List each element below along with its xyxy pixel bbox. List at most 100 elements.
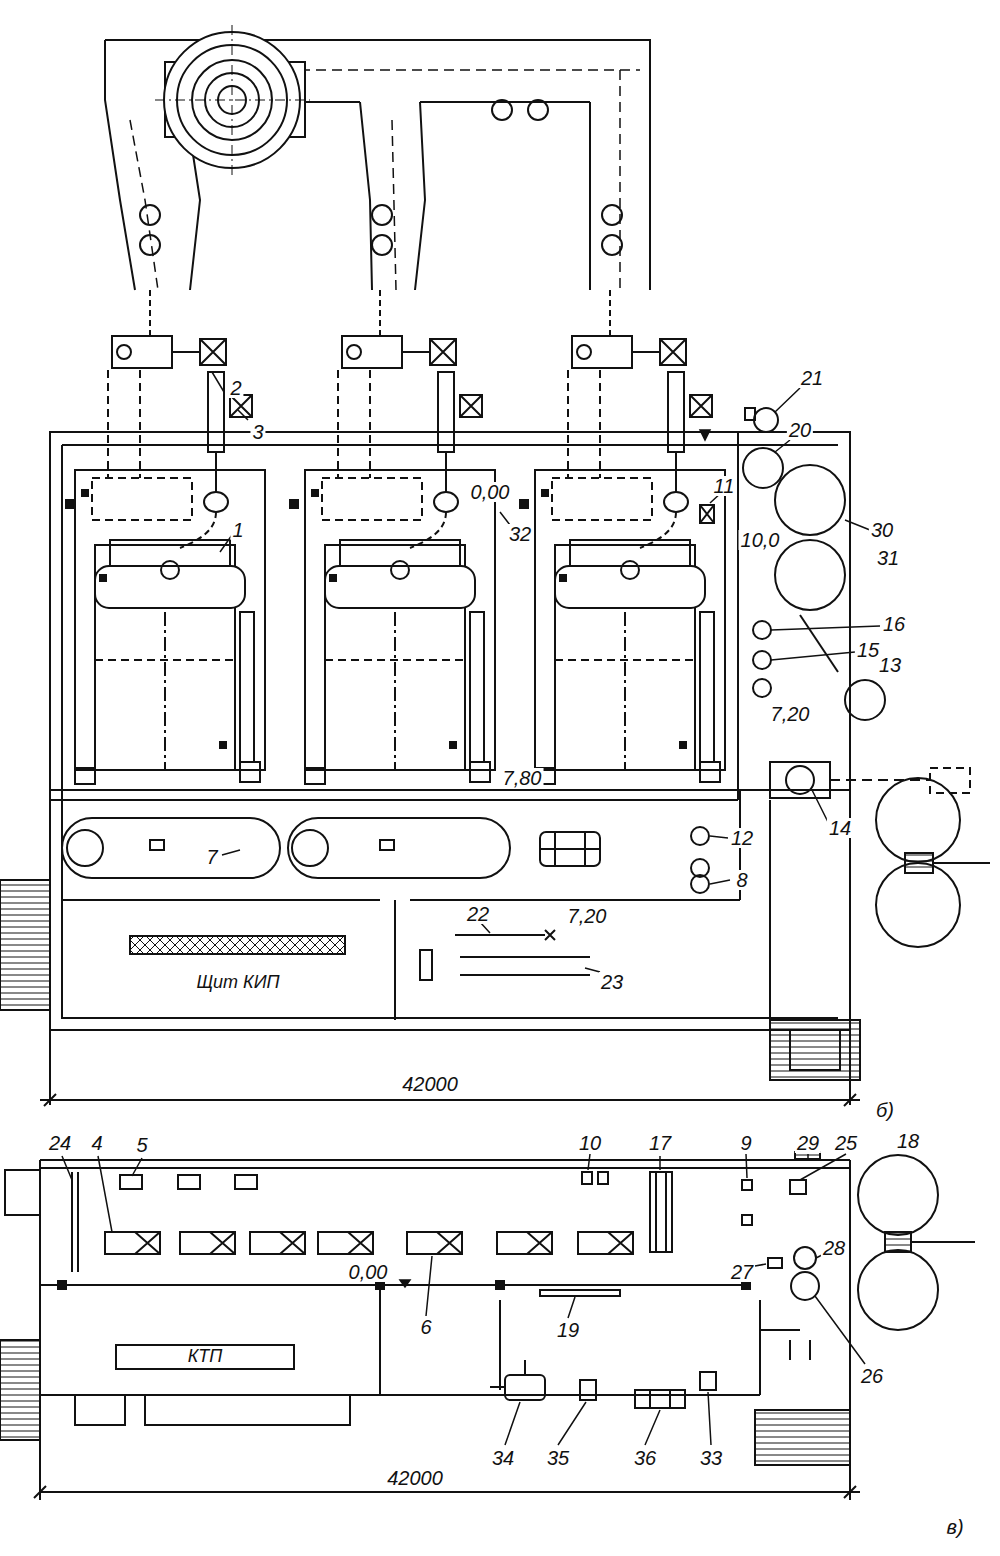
- callout-number: 17: [647, 1133, 673, 1153]
- pump: [742, 1180, 752, 1190]
- deaerator: [288, 818, 510, 878]
- pump: [180, 1232, 235, 1254]
- tank: [775, 540, 845, 610]
- elevation-mark: 7,20: [566, 906, 609, 926]
- callout-number: 34: [490, 1448, 516, 1468]
- building-wall: [62, 790, 770, 1030]
- callout-number: 12: [729, 828, 755, 848]
- tank: [876, 863, 960, 947]
- flue-duct: [602, 235, 622, 255]
- flue-duct: [360, 102, 425, 290]
- pipeline: [420, 950, 432, 980]
- pump: [105, 1232, 160, 1254]
- tank: [753, 621, 771, 639]
- deaerator: [62, 818, 510, 878]
- pump: [768, 1258, 782, 1268]
- chimney-cyclone: [155, 25, 310, 175]
- pump: [656, 1172, 666, 1252]
- callout-number: 11: [712, 476, 737, 496]
- pump: [650, 1390, 670, 1408]
- pump: [691, 827, 709, 845]
- callout-number: 19: [555, 1320, 581, 1340]
- callout-number: 27: [729, 1262, 755, 1282]
- stair: [790, 1030, 840, 1070]
- pump: [794, 1247, 816, 1269]
- building-wall: [496, 1281, 504, 1289]
- pump: [348, 1232, 373, 1254]
- pump: [791, 1272, 819, 1300]
- building-wall: [520, 500, 528, 508]
- leader-line: [400, 1280, 410, 1287]
- elevation-mark: 7,80: [501, 768, 544, 788]
- tank: [933, 862, 990, 864]
- building-wall: [40, 1285, 750, 1395]
- pump: [598, 1172, 608, 1184]
- pipeline: [700, 505, 714, 523]
- pump: [858, 1250, 938, 1330]
- callout-number: 35: [545, 1448, 571, 1468]
- view-label: в): [944, 1517, 965, 1537]
- tank: [754, 408, 778, 432]
- boiler-unit: [535, 290, 725, 784]
- dimension-label: 42000: [385, 1468, 445, 1488]
- stair: [0, 880, 860, 1080]
- pump: [578, 1232, 633, 1254]
- leader-line: [710, 440, 828, 884]
- tank: [770, 762, 830, 798]
- boiler-unit: [305, 290, 495, 784]
- pump: [580, 1380, 596, 1400]
- building-wall: [742, 1281, 750, 1289]
- pump: [235, 1175, 257, 1189]
- callout-number: 31: [875, 548, 901, 568]
- callout-number: 26: [859, 1366, 885, 1386]
- tank: [845, 680, 885, 720]
- deaerator: [380, 840, 394, 850]
- pump: [700, 1372, 716, 1390]
- elevation-mark: 7,20: [769, 704, 812, 724]
- building-wall: [50, 432, 850, 1018]
- flue-duct: [602, 205, 622, 225]
- elevation-mark: 10,0: [739, 530, 782, 550]
- pump: [691, 875, 709, 893]
- pump: [608, 1232, 633, 1254]
- pipeline: [545, 930, 555, 940]
- callout-number: 5: [134, 1135, 149, 1155]
- callout-number: 1: [230, 520, 245, 540]
- pump: [885, 1232, 911, 1252]
- deaerator: [150, 840, 164, 850]
- callout-number: 25: [833, 1133, 859, 1153]
- leader-line: [505, 1297, 711, 1445]
- building-wall: [58, 1281, 66, 1289]
- building-wall: [50, 1030, 850, 1105]
- control-panel: [130, 936, 345, 954]
- callout-number: 22: [465, 904, 491, 924]
- pump: [407, 1232, 462, 1254]
- callout-number: 24: [47, 1133, 73, 1153]
- pump: [72, 1172, 78, 1272]
- callout-number: 10: [577, 1133, 603, 1153]
- view-label: б): [874, 1100, 896, 1120]
- callout-number: 36: [632, 1448, 658, 1468]
- callout-number: 28: [821, 1238, 847, 1258]
- pump: [505, 1375, 545, 1400]
- tank: [775, 465, 845, 535]
- control-panel: [130, 936, 345, 954]
- callout-number: 3: [250, 422, 265, 442]
- callout-number: 20: [787, 420, 813, 440]
- callout-number: 13: [877, 655, 903, 675]
- building-wall: [290, 500, 298, 508]
- panel-label: Щит КИП: [194, 973, 281, 991]
- callout-number: 4: [89, 1133, 104, 1153]
- building-wall: [66, 500, 74, 508]
- elevation-mark: 0,00: [469, 482, 512, 502]
- pump: [178, 1175, 200, 1189]
- dimension-line: [40, 1094, 860, 1106]
- pump: [210, 1232, 235, 1254]
- pump: [858, 1155, 938, 1235]
- pump: [280, 1232, 305, 1254]
- pump: [540, 832, 600, 866]
- dimension-line: [34, 1440, 860, 1500]
- building-wall: [145, 1395, 350, 1425]
- deaerator: [67, 830, 103, 866]
